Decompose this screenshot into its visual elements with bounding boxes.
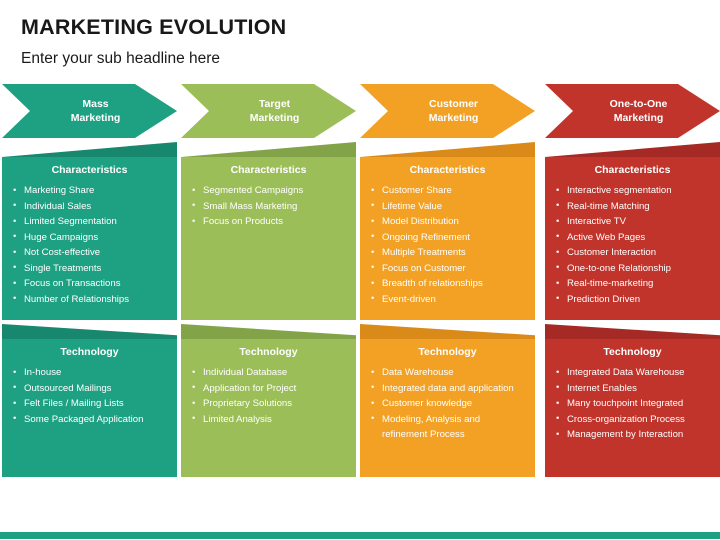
list-item: Huge Campaigns: [13, 229, 170, 246]
characteristics-card-target-marketing[interactable]: CharacteristicsSegmented CampaignsSmall …: [181, 142, 356, 320]
list-item: Interactive TV: [556, 214, 713, 230]
characteristics-bullet-list: Marketing ShareIndividual SalesLimited S…: [6, 183, 173, 307]
list-item: Customer Share: [371, 183, 528, 199]
card-fold-decoration: [545, 142, 720, 157]
list-item: Ongoing Refinement: [371, 229, 528, 246]
characteristics-card-title: Characteristics: [230, 164, 307, 176]
characteristics-bullet-list: Customer ShareLifetime ValueModel Distri…: [364, 183, 531, 307]
list-item: Individual Database: [192, 365, 349, 381]
list-item: Integrated Data Warehouse: [556, 365, 713, 381]
list-item: Segmented Campaigns: [192, 183, 349, 199]
list-item: Cross-organization Process: [556, 411, 713, 428]
card-fold-decoration: [360, 324, 535, 339]
technology-card-target-marketing[interactable]: TechnologyIndividual DatabaseApplication…: [181, 324, 356, 477]
characteristics-card-one-to-one-marketing[interactable]: CharacteristicsInteractive segmentationR…: [545, 142, 720, 320]
characteristics-card-customer-marketing[interactable]: CharacteristicsCustomer ShareLifetime Va…: [360, 142, 535, 320]
stage-arrow-label: Customer Marketing: [428, 97, 479, 124]
card-fold-decoration: [181, 324, 356, 339]
list-item: Real-time-marketing: [556, 276, 713, 292]
stage-column-one-to-one-marketing[interactable]: One-to-One MarketingCharacteristicsInter…: [545, 84, 720, 514]
list-item: Real-time Matching: [556, 198, 713, 215]
list-item: Felt Files / Mailing Lists: [13, 396, 170, 412]
stage-arrow-target-marketing[interactable]: Target Marketing: [181, 84, 356, 138]
characteristics-card-title: Characteristics: [409, 164, 486, 176]
characteristics-card-body: CharacteristicsMarketing ShareIndividual…: [2, 157, 177, 320]
list-item: One-to-one Relationship: [556, 260, 713, 277]
characteristics-card-body: CharacteristicsSegmented CampaignsSmall …: [181, 157, 356, 320]
technology-card-body: TechnologyIndividual DatabaseApplication…: [181, 339, 356, 477]
characteristics-card-title: Characteristics: [594, 164, 671, 176]
list-item: Focus on Customer: [371, 260, 528, 277]
stage-arrow-label: Mass Marketing: [70, 97, 121, 124]
technology-card-customer-marketing[interactable]: TechnologyData WarehouseIntegrated data …: [360, 324, 535, 477]
stage-column-target-marketing[interactable]: Target MarketingCharacteristicsSegmented…: [181, 84, 356, 514]
card-fold-decoration: [2, 324, 177, 339]
list-item: Management by Interaction: [556, 427, 713, 443]
technology-card-body: TechnologyIn-houseOutsourced MailingsFel…: [2, 339, 177, 477]
list-item: Individual Sales: [13, 198, 170, 215]
technology-card-title: Technology: [60, 346, 119, 358]
list-item: Modeling, Analysis and refinement Proces…: [371, 411, 528, 443]
footer-accent-bar: [0, 532, 720, 539]
technology-card-title: Technology: [603, 346, 662, 358]
characteristics-card-body: CharacteristicsCustomer ShareLifetime Va…: [360, 157, 535, 320]
stage-column-mass-marketing[interactable]: Mass MarketingCharacteristicsMarketing S…: [2, 84, 177, 514]
list-item: Model Distribution: [371, 214, 528, 230]
list-item: Small Mass Marketing: [192, 198, 349, 215]
card-fold-decoration: [545, 324, 720, 339]
list-item: Customer Interaction: [556, 245, 713, 261]
list-item: Many touchpoint Integrated: [556, 396, 713, 412]
list-item: Outsourced Mailings: [13, 380, 170, 397]
technology-card-mass-marketing[interactable]: TechnologyIn-houseOutsourced MailingsFel…: [2, 324, 177, 477]
card-fold-decoration: [181, 142, 356, 157]
list-item: Internet Enables: [556, 380, 713, 397]
characteristics-card-title: Characteristics: [51, 164, 128, 176]
card-fold-decoration: [2, 142, 177, 157]
technology-bullet-list: Data WarehouseIntegrated data and applic…: [364, 365, 531, 443]
list-item: Focus on Products: [192, 214, 349, 230]
technology-card-body: TechnologyData WarehouseIntegrated data …: [360, 339, 535, 477]
list-item: Limited Segmentation: [13, 214, 170, 230]
list-item: Single Treatments: [13, 260, 170, 277]
characteristics-card-mass-marketing[interactable]: CharacteristicsMarketing ShareIndividual…: [2, 142, 177, 320]
characteristics-bullet-list: Interactive segmentationReal-time Matchi…: [549, 183, 716, 307]
list-item: Limited Analysis: [192, 411, 349, 428]
technology-card-one-to-one-marketing[interactable]: TechnologyIntegrated Data WarehouseInter…: [545, 324, 720, 477]
list-item: Proprietary Solutions: [192, 396, 349, 412]
technology-bullet-list: Integrated Data WarehouseInternet Enable…: [549, 365, 716, 443]
list-item: Data Warehouse: [371, 365, 528, 381]
list-item: Active Web Pages: [556, 229, 713, 246]
list-item: Breadth of relationships: [371, 276, 528, 292]
characteristics-bullet-list: Segmented CampaignsSmall Mass MarketingF…: [185, 183, 352, 230]
stage-column-customer-marketing[interactable]: Customer MarketingCharacteristicsCustome…: [360, 84, 535, 514]
technology-card-body: TechnologyIntegrated Data WarehouseInter…: [545, 339, 720, 477]
technology-card-title: Technology: [418, 346, 477, 358]
stage-arrow-one-to-one-marketing[interactable]: One-to-One Marketing: [545, 84, 720, 138]
technology-bullet-list: Individual DatabaseApplication for Proje…: [185, 365, 352, 427]
list-item: Prediction Driven: [556, 291, 713, 308]
list-item: In-house: [13, 365, 170, 381]
stage-arrow-mass-marketing[interactable]: Mass Marketing: [2, 84, 177, 138]
list-item: Focus on Transactions: [13, 276, 170, 292]
list-item: Not Cost-effective: [13, 245, 170, 261]
list-item: Customer knowledge: [371, 396, 528, 412]
list-item: Interactive segmentation: [556, 183, 713, 199]
list-item: Event-driven: [371, 291, 528, 308]
card-fold-decoration: [360, 142, 535, 157]
technology-card-title: Technology: [239, 346, 298, 358]
list-item: Marketing Share: [13, 183, 170, 199]
stage-arrow-label: Target Marketing: [249, 97, 300, 124]
stage-arrow-label: One-to-One Marketing: [609, 97, 668, 124]
list-item: Lifetime Value: [371, 198, 528, 215]
characteristics-card-body: CharacteristicsInteractive segmentationR…: [545, 157, 720, 320]
page-subtitle: Enter your sub headline here: [21, 50, 221, 67]
list-item: Application for Project: [192, 380, 349, 397]
stage-arrow-customer-marketing[interactable]: Customer Marketing: [360, 84, 535, 138]
list-item: Number of Relationships: [13, 291, 170, 308]
list-item: Integrated data and application: [371, 380, 528, 397]
list-item: Multiple Treatments: [371, 245, 528, 261]
page-title: MARKETING EVOLUTION: [21, 15, 287, 39]
technology-bullet-list: In-houseOutsourced MailingsFelt Files / …: [6, 365, 173, 427]
list-item: Some Packaged Application: [13, 411, 170, 428]
